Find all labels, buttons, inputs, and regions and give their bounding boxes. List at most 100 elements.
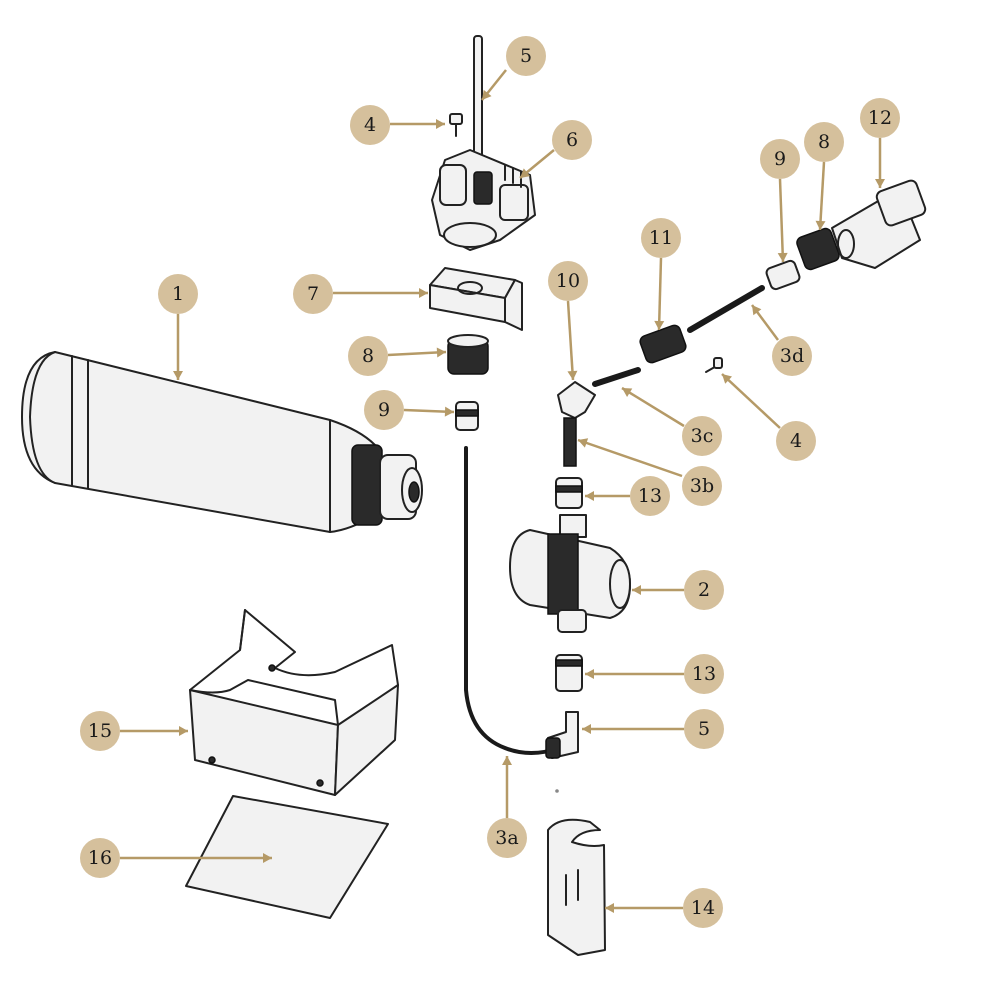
valve-head-drawing bbox=[431, 149, 536, 251]
leader-arrowhead bbox=[263, 853, 272, 863]
nut-right-drawing bbox=[796, 227, 840, 271]
leader-arrowhead bbox=[654, 320, 665, 330]
nut-left-drawing bbox=[447, 334, 489, 375]
adapter-lower-drawing bbox=[555, 654, 583, 692]
callout-badge-tube bbox=[487, 818, 527, 858]
callout-badge-screw bbox=[350, 105, 390, 145]
callout-label-inline-connector: 11 bbox=[649, 227, 673, 249]
callout-badge-mounting-bracket bbox=[293, 274, 333, 314]
tap-adapter-drawing bbox=[831, 179, 927, 269]
callout-badge-valve-head bbox=[552, 120, 592, 160]
callout-badge-tube bbox=[682, 466, 722, 506]
callout-label-screw: 4 bbox=[364, 114, 376, 136]
leader-arrowhead bbox=[173, 371, 183, 380]
callout-badge-mat bbox=[80, 838, 120, 878]
screw-top-drawing bbox=[449, 113, 463, 137]
leader-arrowhead bbox=[502, 756, 512, 765]
callout-badge-filter-cartridge bbox=[158, 274, 198, 314]
callout-badge-adapter bbox=[684, 654, 724, 694]
leader-line-fitting bbox=[778, 178, 785, 263]
tube-3b-drawing bbox=[563, 417, 577, 467]
callout-badge-valve-body bbox=[684, 570, 724, 610]
screw-right-drawing bbox=[705, 357, 723, 373]
callout-label-screw: 4 bbox=[790, 430, 802, 452]
leader-arrowhead bbox=[622, 388, 633, 397]
fitting-right-drawing bbox=[765, 259, 801, 291]
leader-line-inline-connector bbox=[657, 257, 663, 331]
callout-label-nut: 8 bbox=[818, 131, 830, 153]
leader-arrowhead bbox=[436, 347, 446, 358]
leader-arrowhead bbox=[419, 288, 428, 298]
adapter-upper-drawing bbox=[555, 477, 583, 509]
callout-label-rod: 5 bbox=[520, 45, 532, 67]
callout-badge-fitting bbox=[760, 139, 800, 179]
callout-badge-clip bbox=[683, 888, 723, 928]
callout-label-clip: 14 bbox=[691, 897, 715, 919]
callout-badge-inline-connector bbox=[641, 218, 681, 258]
callout-label-valve-body: 2 bbox=[698, 579, 710, 601]
leader-arrowhead bbox=[179, 726, 188, 736]
callout-badge-tap-adapter bbox=[860, 98, 900, 138]
filter-cartridge-drawing bbox=[21, 351, 423, 533]
leader-arrowhead bbox=[875, 179, 885, 188]
tube-3d-drawing bbox=[687, 285, 765, 333]
leader-arrowhead bbox=[444, 406, 454, 417]
callout-label-tap-adapter: 12 bbox=[868, 107, 892, 129]
leader-arrowhead bbox=[722, 374, 732, 384]
leader-arrowhead bbox=[585, 491, 594, 501]
leader-line-elbow-fitting bbox=[566, 300, 575, 381]
callout-label-stand: 15 bbox=[88, 720, 112, 742]
callout-badge-adapter bbox=[630, 476, 670, 516]
callout-label-elbow-connector: 5 bbox=[698, 718, 710, 740]
leader-arrowhead bbox=[482, 89, 492, 100]
callout-badge-rod bbox=[506, 36, 546, 76]
leader-arrowhead bbox=[436, 119, 445, 129]
leader-arrowhead bbox=[585, 669, 594, 679]
leader-arrowhead bbox=[777, 252, 788, 262]
callout-label-adapter: 13 bbox=[692, 663, 716, 685]
stand-drawing bbox=[189, 609, 399, 796]
callout-label-elbow-fitting: 10 bbox=[556, 270, 580, 292]
tube-3a-drawing bbox=[464, 446, 562, 755]
leader-arrowhead bbox=[582, 724, 591, 734]
callout-label-mounting-bracket: 7 bbox=[307, 283, 319, 305]
leader-line-nut bbox=[818, 161, 826, 231]
leader-line-tube bbox=[621, 386, 685, 428]
rod-drawing bbox=[473, 35, 483, 161]
callout-label-valve-head: 6 bbox=[566, 129, 578, 151]
speck bbox=[555, 789, 559, 793]
elbow-connector-drawing bbox=[545, 711, 579, 759]
valve-body-drawing bbox=[509, 514, 631, 633]
callout-label-nut: 8 bbox=[362, 345, 374, 367]
callout-label-fitting: 9 bbox=[774, 148, 786, 170]
callout-badge-elbow-fitting bbox=[548, 261, 588, 301]
leader-arrowhead bbox=[520, 168, 531, 178]
callout-badge-nut bbox=[348, 336, 388, 376]
leader-line-nut bbox=[387, 350, 447, 357]
mounting-bracket-drawing bbox=[429, 267, 523, 331]
callout-label-fitting: 9 bbox=[378, 399, 390, 421]
leader-arrowhead bbox=[752, 305, 762, 316]
callout-label-tube: 3d bbox=[780, 345, 804, 367]
leader-arrowhead bbox=[815, 220, 826, 230]
callout-badge-stand bbox=[80, 711, 120, 751]
mat-drawing bbox=[185, 795, 389, 919]
leader-arrowhead bbox=[632, 585, 641, 595]
callout-badge-tube bbox=[682, 416, 722, 456]
leader-arrowhead bbox=[605, 903, 614, 913]
elbow-fitting-drawing bbox=[557, 381, 596, 419]
callout-label-adapter: 13 bbox=[638, 485, 662, 507]
callout-label-filter-cartridge: 1 bbox=[172, 283, 184, 305]
callout-badge-tube bbox=[772, 336, 812, 376]
tube-3c-drawing bbox=[592, 367, 641, 387]
callout-badge-screw bbox=[776, 421, 816, 461]
leader-arrowhead bbox=[578, 438, 589, 448]
callout-label-tube: 3c bbox=[691, 425, 714, 447]
callout-badge-fitting bbox=[364, 390, 404, 430]
callout-badge-nut bbox=[804, 122, 844, 162]
fitting-left-drawing bbox=[455, 401, 479, 431]
clip-drawing bbox=[547, 818, 606, 956]
